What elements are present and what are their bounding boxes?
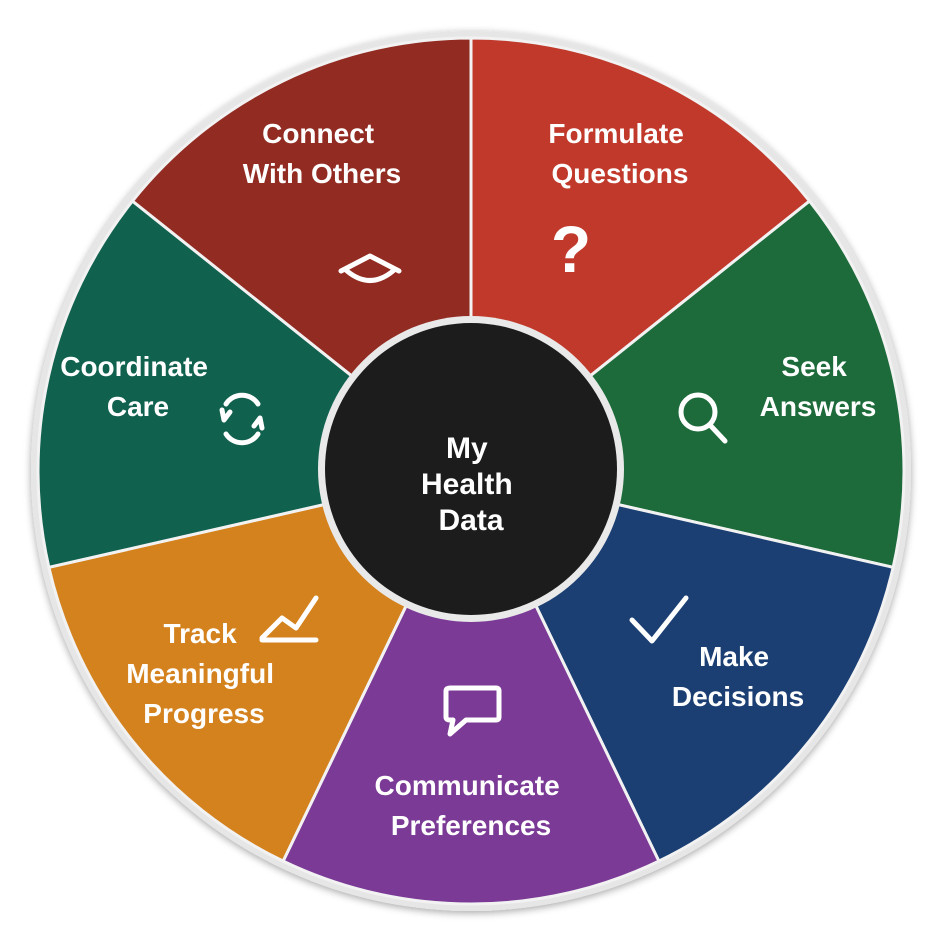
- cycle-arrows-icon: [219, 392, 265, 446]
- line-chart-icon: [259, 595, 319, 643]
- segment-connect-with-others-label: Connect With Others: [243, 118, 401, 189]
- segment-formulate-questions-label: Formulate Questions: [548, 118, 691, 189]
- segment-seek-answers-label: Seek Answers: [760, 351, 877, 422]
- center-hub[interactable]: [325, 323, 617, 615]
- magnifier-icon: [678, 392, 728, 444]
- segment-communicate-preferences[interactable]: Communicate Preferences: [281, 467, 661, 906]
- segment-track-meaningful-progress-label: Track Meaningful Progress: [126, 618, 282, 729]
- segment-make-decisions-label: Make Decisions: [672, 641, 804, 712]
- segment-coordinate-care-label: Coordinate Care: [60, 351, 216, 422]
- handshake-icon: [338, 253, 402, 283]
- speech-bubble-icon: [443, 685, 502, 737]
- segment-communicate-preferences-label: Communicate Preferences: [375, 770, 568, 841]
- checkmark-icon: [629, 595, 689, 644]
- center-hub-label: My Health Data: [421, 432, 521, 537]
- question-mark-icon: ?: [551, 212, 591, 286]
